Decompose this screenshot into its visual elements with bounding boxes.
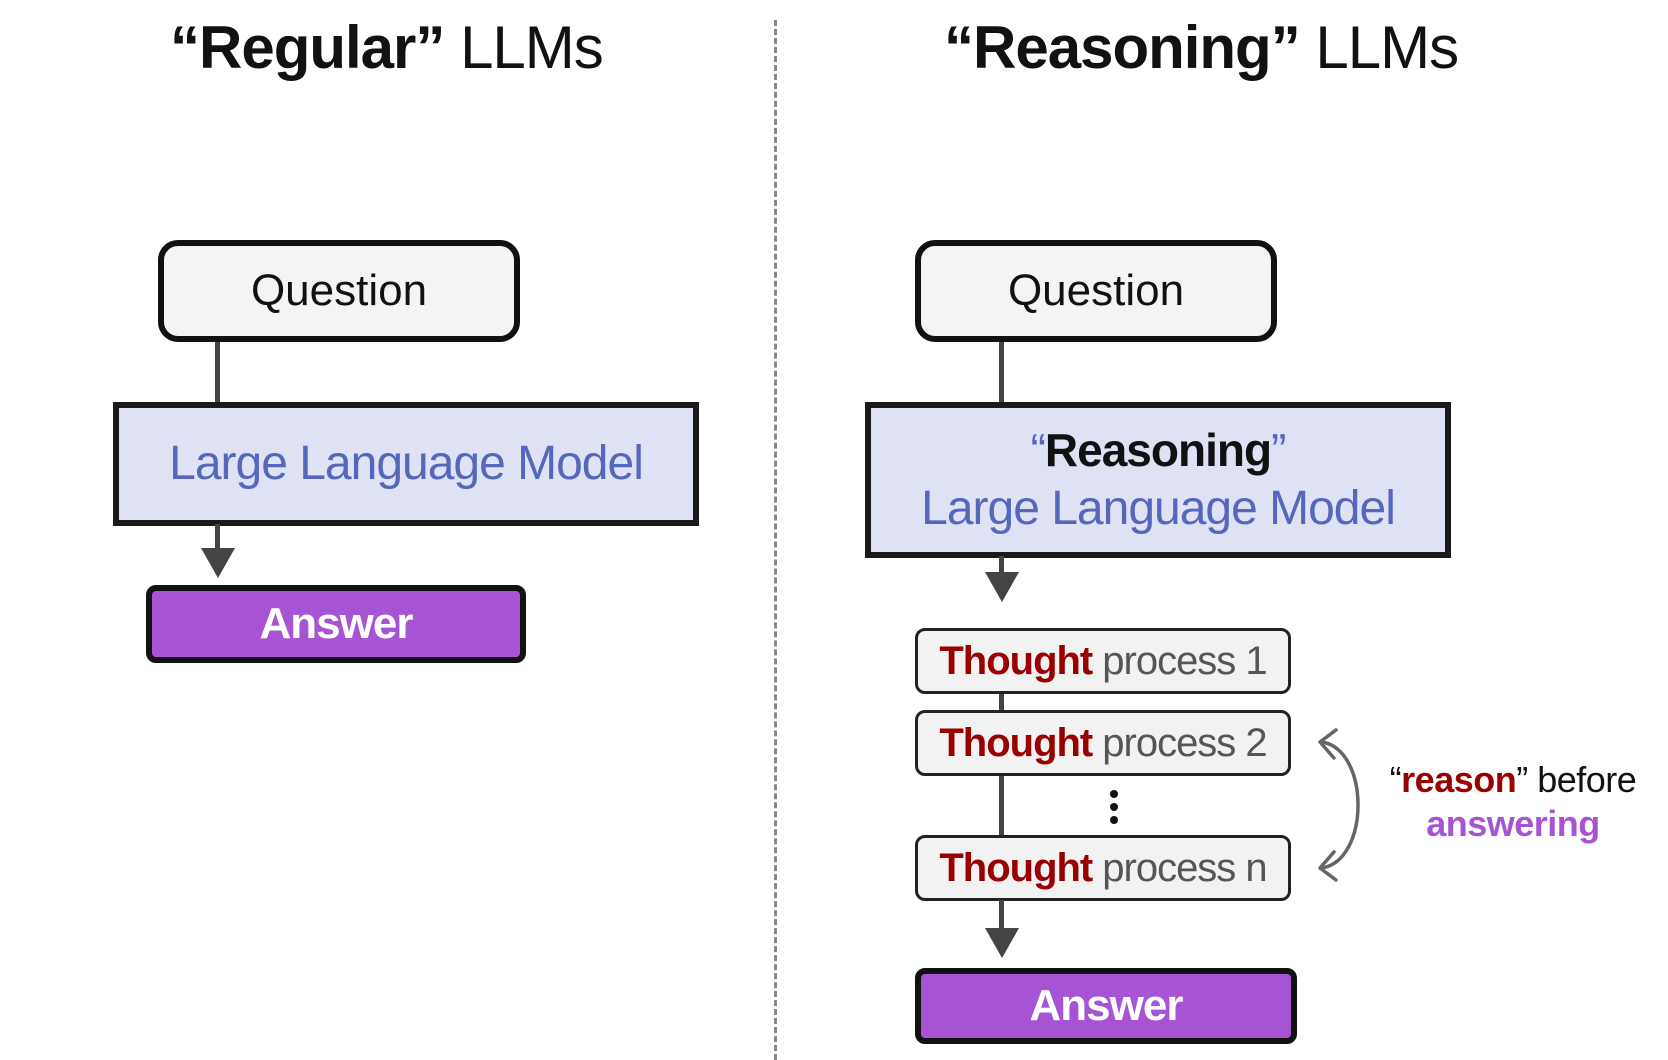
thought-1-rest: process 1 [1102, 638, 1267, 683]
left-connector-model-answer [215, 524, 220, 552]
reason-note: “reason” before answering [1378, 758, 1648, 846]
note-before-word: ” before [1516, 759, 1637, 800]
curved-double-arrow-icon [1318, 728, 1360, 882]
left-model-label: Large Language Model [169, 437, 644, 490]
right-connector-model-thoughts [999, 556, 1004, 586]
left-arrow-down-icon [201, 548, 235, 578]
left-question-label: Question [250, 266, 428, 315]
right-answer-label: Answer [1029, 981, 1184, 1030]
right-question-box: Question [915, 240, 1277, 342]
left-title-quoted: “Regular” [170, 14, 445, 81]
note-reason-word: reason [1401, 759, 1517, 800]
right-model-close-quote: ” [1271, 424, 1286, 476]
left-title: “Regular” LLMs [170, 8, 604, 88]
note-open-quote: “ [1389, 759, 1402, 800]
column-divider [774, 20, 777, 1060]
right-question-label: Question [1007, 266, 1185, 315]
thought-1-bold: Thought [939, 638, 1093, 683]
right-arrow-down-answer-icon [985, 928, 1019, 958]
left-answer-box: Answer [146, 585, 526, 663]
right-connector-thoughts-answer [999, 900, 1004, 930]
right-title-rest: LLMs [1315, 14, 1459, 81]
note-answering-word: answering [1426, 803, 1600, 844]
right-model-box: “Reasoning” Large Language Model [865, 402, 1451, 558]
thought-2-bold: Thought [939, 720, 1093, 765]
right-model-label: Large Language Model [921, 482, 1396, 535]
right-model-reasoning-title: “Reasoning” [1030, 421, 1287, 479]
left-title-rest: LLMs [460, 14, 604, 81]
left-question-box: Question [158, 240, 520, 342]
thought-n-bold: Thought [939, 845, 1093, 890]
right-title: “Reasoning” LLMs [944, 8, 1459, 88]
left-answer-label: Answer [259, 599, 414, 648]
left-connector-question-model [215, 340, 220, 406]
thought-chain-spine [999, 690, 1004, 950]
right-connector-question-model [999, 340, 1004, 406]
right-title-quoted: “Reasoning” [944, 14, 1301, 81]
thought-n-rest: process n [1102, 845, 1267, 890]
left-model-box: Large Language Model [113, 402, 699, 526]
right-model-reasoning-word: Reasoning [1044, 424, 1272, 476]
right-model-open-quote: “ [1030, 424, 1046, 476]
right-arrow-down-icon [985, 572, 1019, 602]
vertical-ellipsis-icon [1110, 790, 1118, 826]
reason-note-line-1: “reason” before [1378, 758, 1648, 802]
right-answer-box: Answer [915, 968, 1297, 1044]
thought-2-rest: process 2 [1102, 720, 1267, 765]
